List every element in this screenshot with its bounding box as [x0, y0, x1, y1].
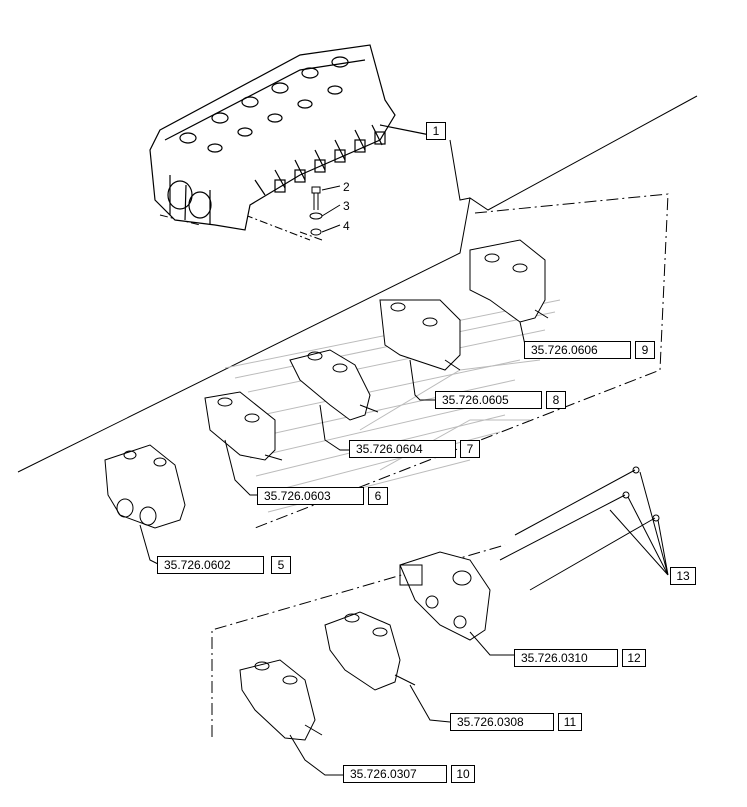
- dashdot-frame-upper: [254, 193, 669, 529]
- callout-13: 13: [670, 567, 696, 585]
- section-9: [469, 239, 560, 351]
- callout-1: 1: [426, 122, 446, 140]
- section-5: [104, 444, 186, 566]
- part-ref-5: 35.726.0602: [157, 556, 264, 574]
- part-ref-12: 35.726.0310: [514, 649, 618, 667]
- part-num-12: 12: [622, 649, 646, 667]
- leader-1: [449, 139, 471, 201]
- main-valve-block: [149, 44, 431, 231]
- section-6: [204, 391, 283, 496]
- tie-rods: [499, 466, 669, 591]
- part-num-5: 5: [271, 556, 291, 574]
- part-ref-7: 35.726.0604: [349, 440, 456, 458]
- part-num-6: 6: [368, 487, 388, 505]
- bolt-washer-set: [309, 185, 341, 236]
- part-ref-8: 35.726.0605: [435, 391, 542, 409]
- part-num-8: 8: [546, 391, 566, 409]
- part-ref-6: 35.726.0603: [257, 487, 364, 505]
- callout-4: 4: [343, 219, 350, 233]
- callout-3: 3: [343, 199, 350, 213]
- part-num-9: 9: [635, 341, 655, 359]
- callout-2: 2: [343, 180, 350, 194]
- section-11: [324, 611, 451, 723]
- section-7: [289, 349, 379, 451]
- part-ref-9: 35.726.0606: [524, 341, 631, 359]
- part-ref-11: 35.726.0308: [450, 713, 554, 731]
- part-num-10: 10: [451, 765, 475, 783]
- part-ref-10: 35.726.0307: [343, 765, 447, 783]
- section-12: [399, 551, 515, 656]
- section-8: [379, 299, 461, 401]
- section-10: [239, 659, 345, 776]
- part-num-11: 11: [558, 713, 582, 731]
- part-num-7: 7: [460, 440, 480, 458]
